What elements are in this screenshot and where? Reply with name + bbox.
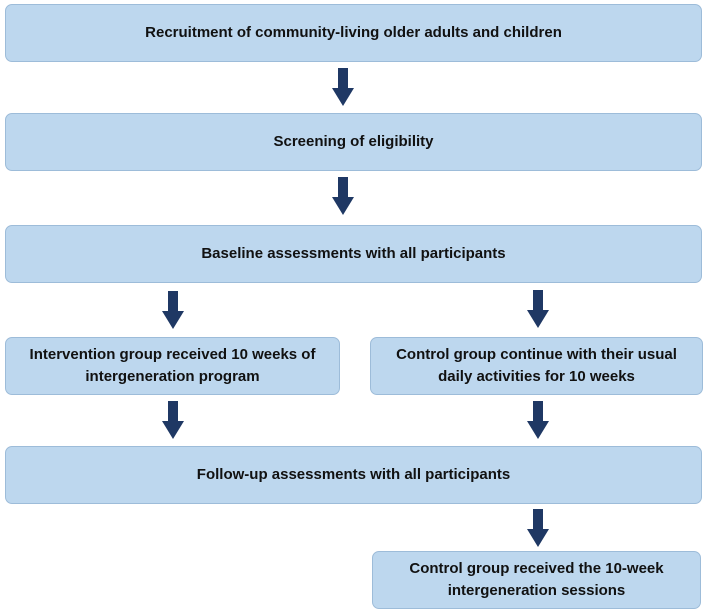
arrow-down-icon: [527, 509, 549, 547]
arrow-down-icon: [527, 290, 549, 328]
step-baseline-label: Baseline assessments with all participan…: [201, 245, 506, 262]
step-baseline: Baseline assessments with all participan…: [5, 225, 702, 283]
arrow-down-icon: [162, 291, 184, 329]
arrow-down-icon: [527, 401, 549, 439]
arrow-down-icon: [332, 68, 354, 106]
step-control-received-label: Control group received the 10-week inter…: [409, 560, 664, 599]
step-screening-label: Screening of eligibility: [273, 133, 434, 150]
step-recruitment-label: Recruitment of community-living older ad…: [145, 24, 562, 41]
step-follow-up-label: Follow-up assessments with all participa…: [196, 466, 511, 483]
step-control-group-label: Control group continue with their usual …: [396, 346, 677, 385]
step-recruitment: Recruitment of community-living older ad…: [5, 4, 702, 62]
step-control-group: Control group continue with their usual …: [370, 337, 703, 395]
step-follow-up: Follow-up assessments with all participa…: [5, 446, 702, 504]
step-intervention-group: Intervention group received 10 weeks of …: [5, 337, 340, 395]
step-intervention-group-label: Intervention group received 10 weeks of …: [29, 346, 316, 385]
arrow-down-icon: [332, 177, 354, 215]
arrow-down-icon: [162, 401, 184, 439]
step-screening: Screening of eligibility: [5, 113, 702, 171]
step-control-received: Control group received the 10-week inter…: [372, 551, 701, 609]
